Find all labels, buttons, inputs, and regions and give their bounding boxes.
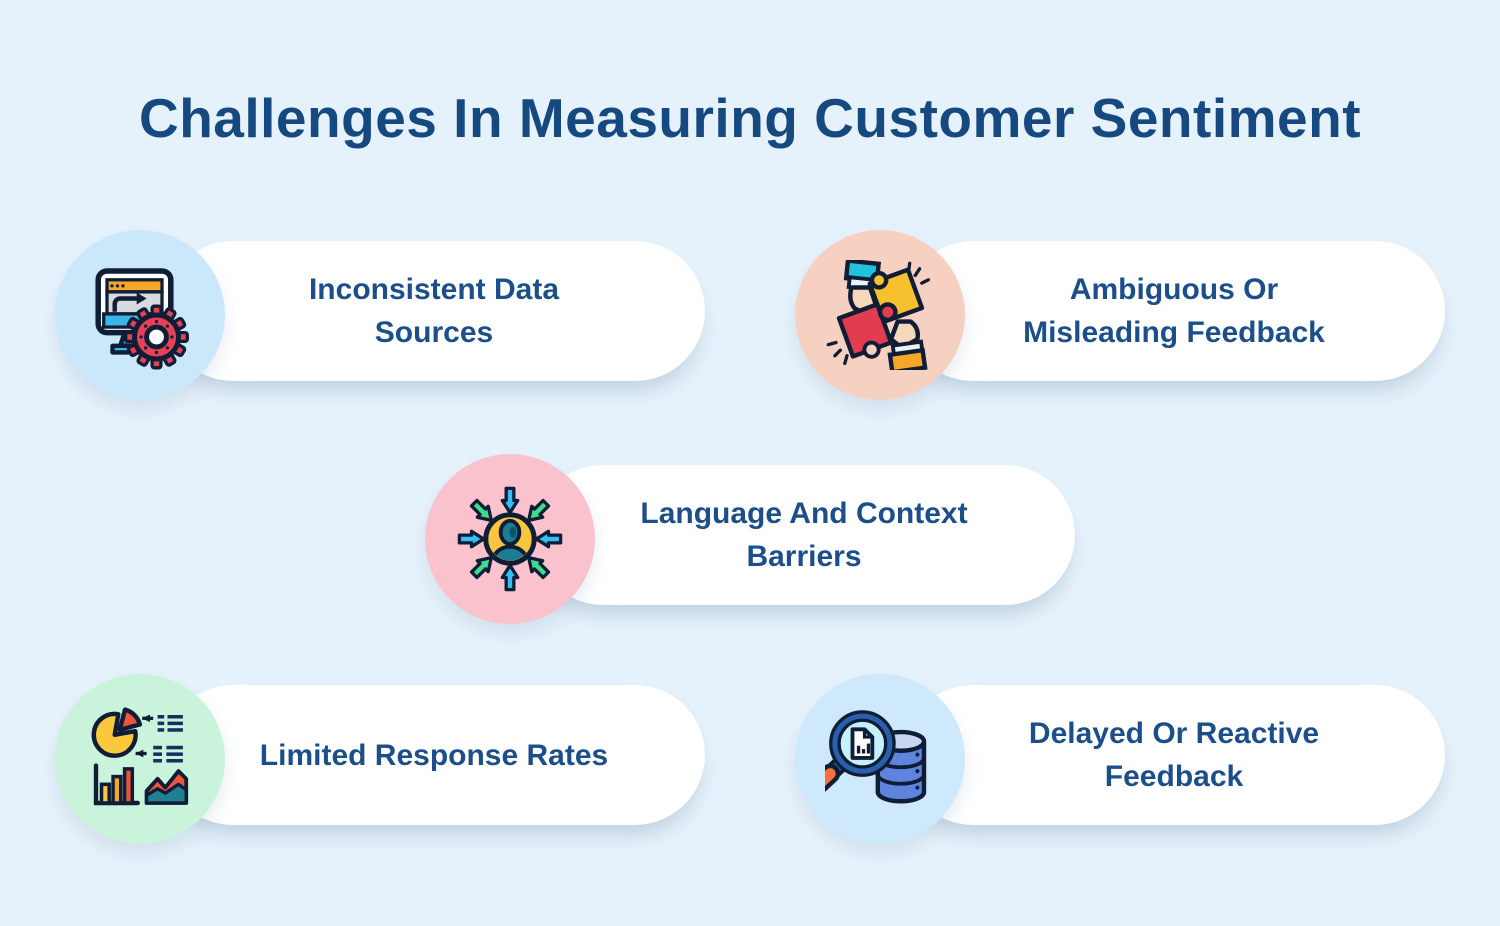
label-pill: Inconsistent Data Sources	[163, 241, 705, 381]
challenge-card-inconsistent-data-sources: Inconsistent Data Sources	[55, 228, 705, 400]
challenge-card-ambiguous-or-misleading-feedback: Ambiguous Or Misleading Feedback	[795, 228, 1445, 400]
label-line: Misleading Feedback	[1023, 316, 1325, 349]
person-arrows-icon	[425, 454, 595, 624]
label-pill: Language And Context Barriers	[533, 465, 1075, 605]
monitor-gear-icon	[55, 230, 225, 400]
challenge-card-limited-response-rates: Limited Response Rates	[55, 672, 705, 844]
label-line: Limited Response Rates	[259, 738, 609, 772]
label-line: Inconsistent Data	[308, 273, 560, 306]
page-title: Challenges In Measuring Customer Sentime…	[138, 87, 1362, 149]
label-pill: Limited Response Rates	[163, 685, 705, 825]
label-line: Feedback	[1104, 760, 1244, 793]
challenge-label: Ambiguous Or Misleading Feedback	[903, 241, 1445, 381]
label-pill: Delayed Or Reactive Feedback	[903, 685, 1445, 825]
label-line: Ambiguous Or	[1069, 273, 1279, 306]
charts-icon	[55, 674, 225, 844]
search-database-icon	[795, 674, 965, 844]
label-line: Language And Context	[640, 497, 968, 530]
label-line: Sources	[374, 316, 494, 349]
challenge-label: Inconsistent Data Sources	[163, 241, 705, 381]
challenge-label: Limited Response Rates	[163, 685, 705, 825]
label-pill: Ambiguous Or Misleading Feedback	[903, 241, 1445, 381]
label-line: Delayed Or Reactive	[1028, 717, 1320, 750]
puzzle-hands-icon	[795, 230, 965, 400]
challenge-card-delayed-or-reactive-feedback: Delayed Or Reactive Feedback	[795, 672, 1445, 844]
challenge-card-language-and-context-barriers: Language And Context Barriers	[425, 452, 1075, 624]
challenge-label: Delayed Or Reactive Feedback	[903, 685, 1445, 825]
label-line: Barriers	[746, 540, 862, 573]
challenge-label: Language And Context Barriers	[533, 465, 1075, 605]
